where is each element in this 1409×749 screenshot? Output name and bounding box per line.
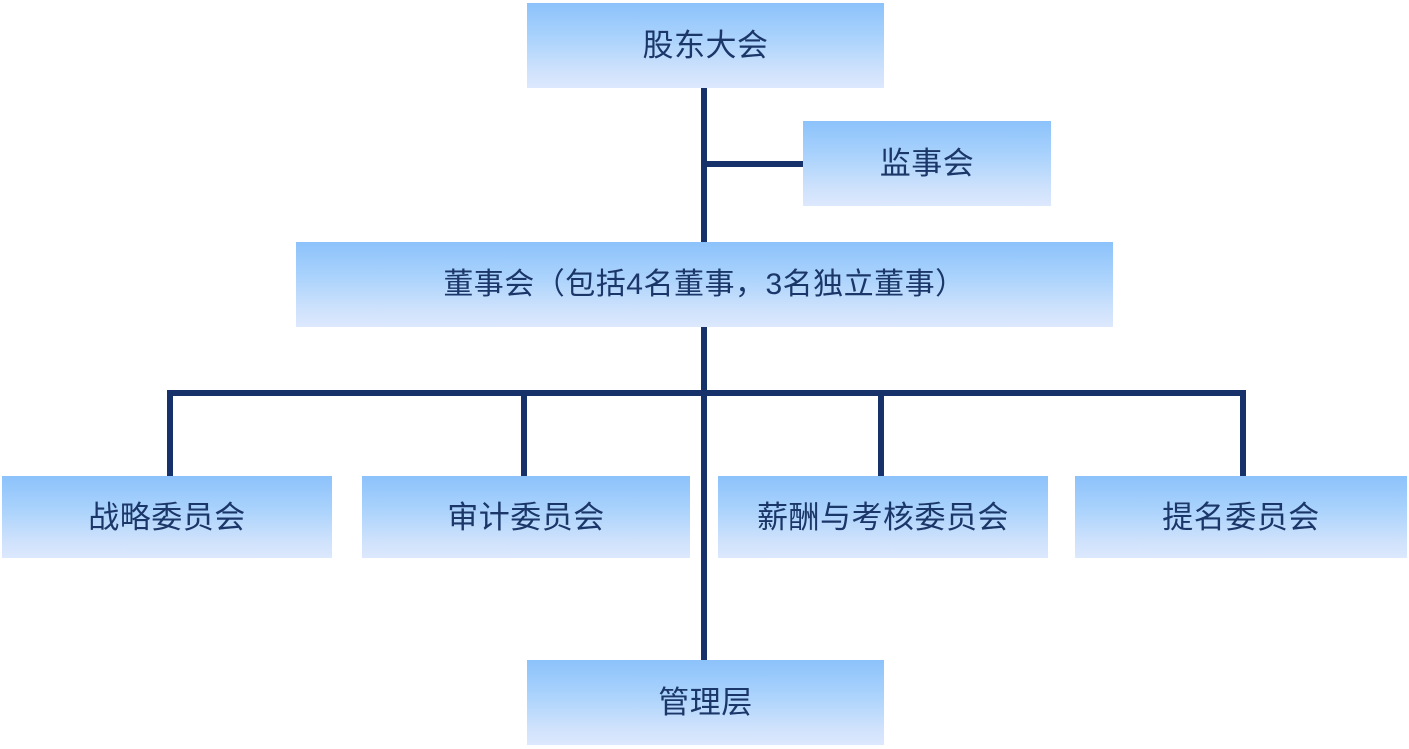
node-label-board-of-directors: 董事会（包括4名董事，3名独立董事） xyxy=(443,267,966,301)
node-strategy-committee[interactable]: 战略委员会 xyxy=(2,476,332,558)
node-label-nomination-committee: 提名委员会 xyxy=(1162,499,1320,535)
node-label-management: 管理层 xyxy=(658,685,753,720)
connector-trunk-board-to-management xyxy=(701,390,707,662)
connector-drop-audit xyxy=(521,390,527,478)
node-management[interactable]: 管理层 xyxy=(527,660,884,745)
node-label-shareholders-meeting: 股东大会 xyxy=(642,28,769,63)
node-label-remuneration-committee: 薪酬与考核委员会 xyxy=(757,499,1009,535)
node-shareholders-meeting[interactable]: 股东大会 xyxy=(527,3,884,88)
node-board-of-directors[interactable]: 董事会（包括4名董事，3名独立董事） xyxy=(296,242,1113,327)
node-audit-committee[interactable]: 审计委员会 xyxy=(362,476,690,558)
connector-drop-strategy xyxy=(167,390,173,478)
node-remuneration-committee[interactable]: 薪酬与考核委员会 xyxy=(718,476,1048,558)
connector-branch-to-supervisors xyxy=(701,161,805,167)
node-label-audit-committee: 审计委员会 xyxy=(447,499,605,535)
node-nomination-committee[interactable]: 提名委员会 xyxy=(1075,476,1407,558)
connector-trunk-board-to-bus xyxy=(701,327,707,396)
node-label-strategy-committee: 战略委员会 xyxy=(88,499,246,535)
connector-drop-nomination xyxy=(1240,390,1246,478)
connector-drop-remuneration xyxy=(878,390,884,478)
node-label-board-of-supervisors: 监事会 xyxy=(879,146,975,181)
node-board-of-supervisors[interactable]: 监事会 xyxy=(803,121,1051,206)
